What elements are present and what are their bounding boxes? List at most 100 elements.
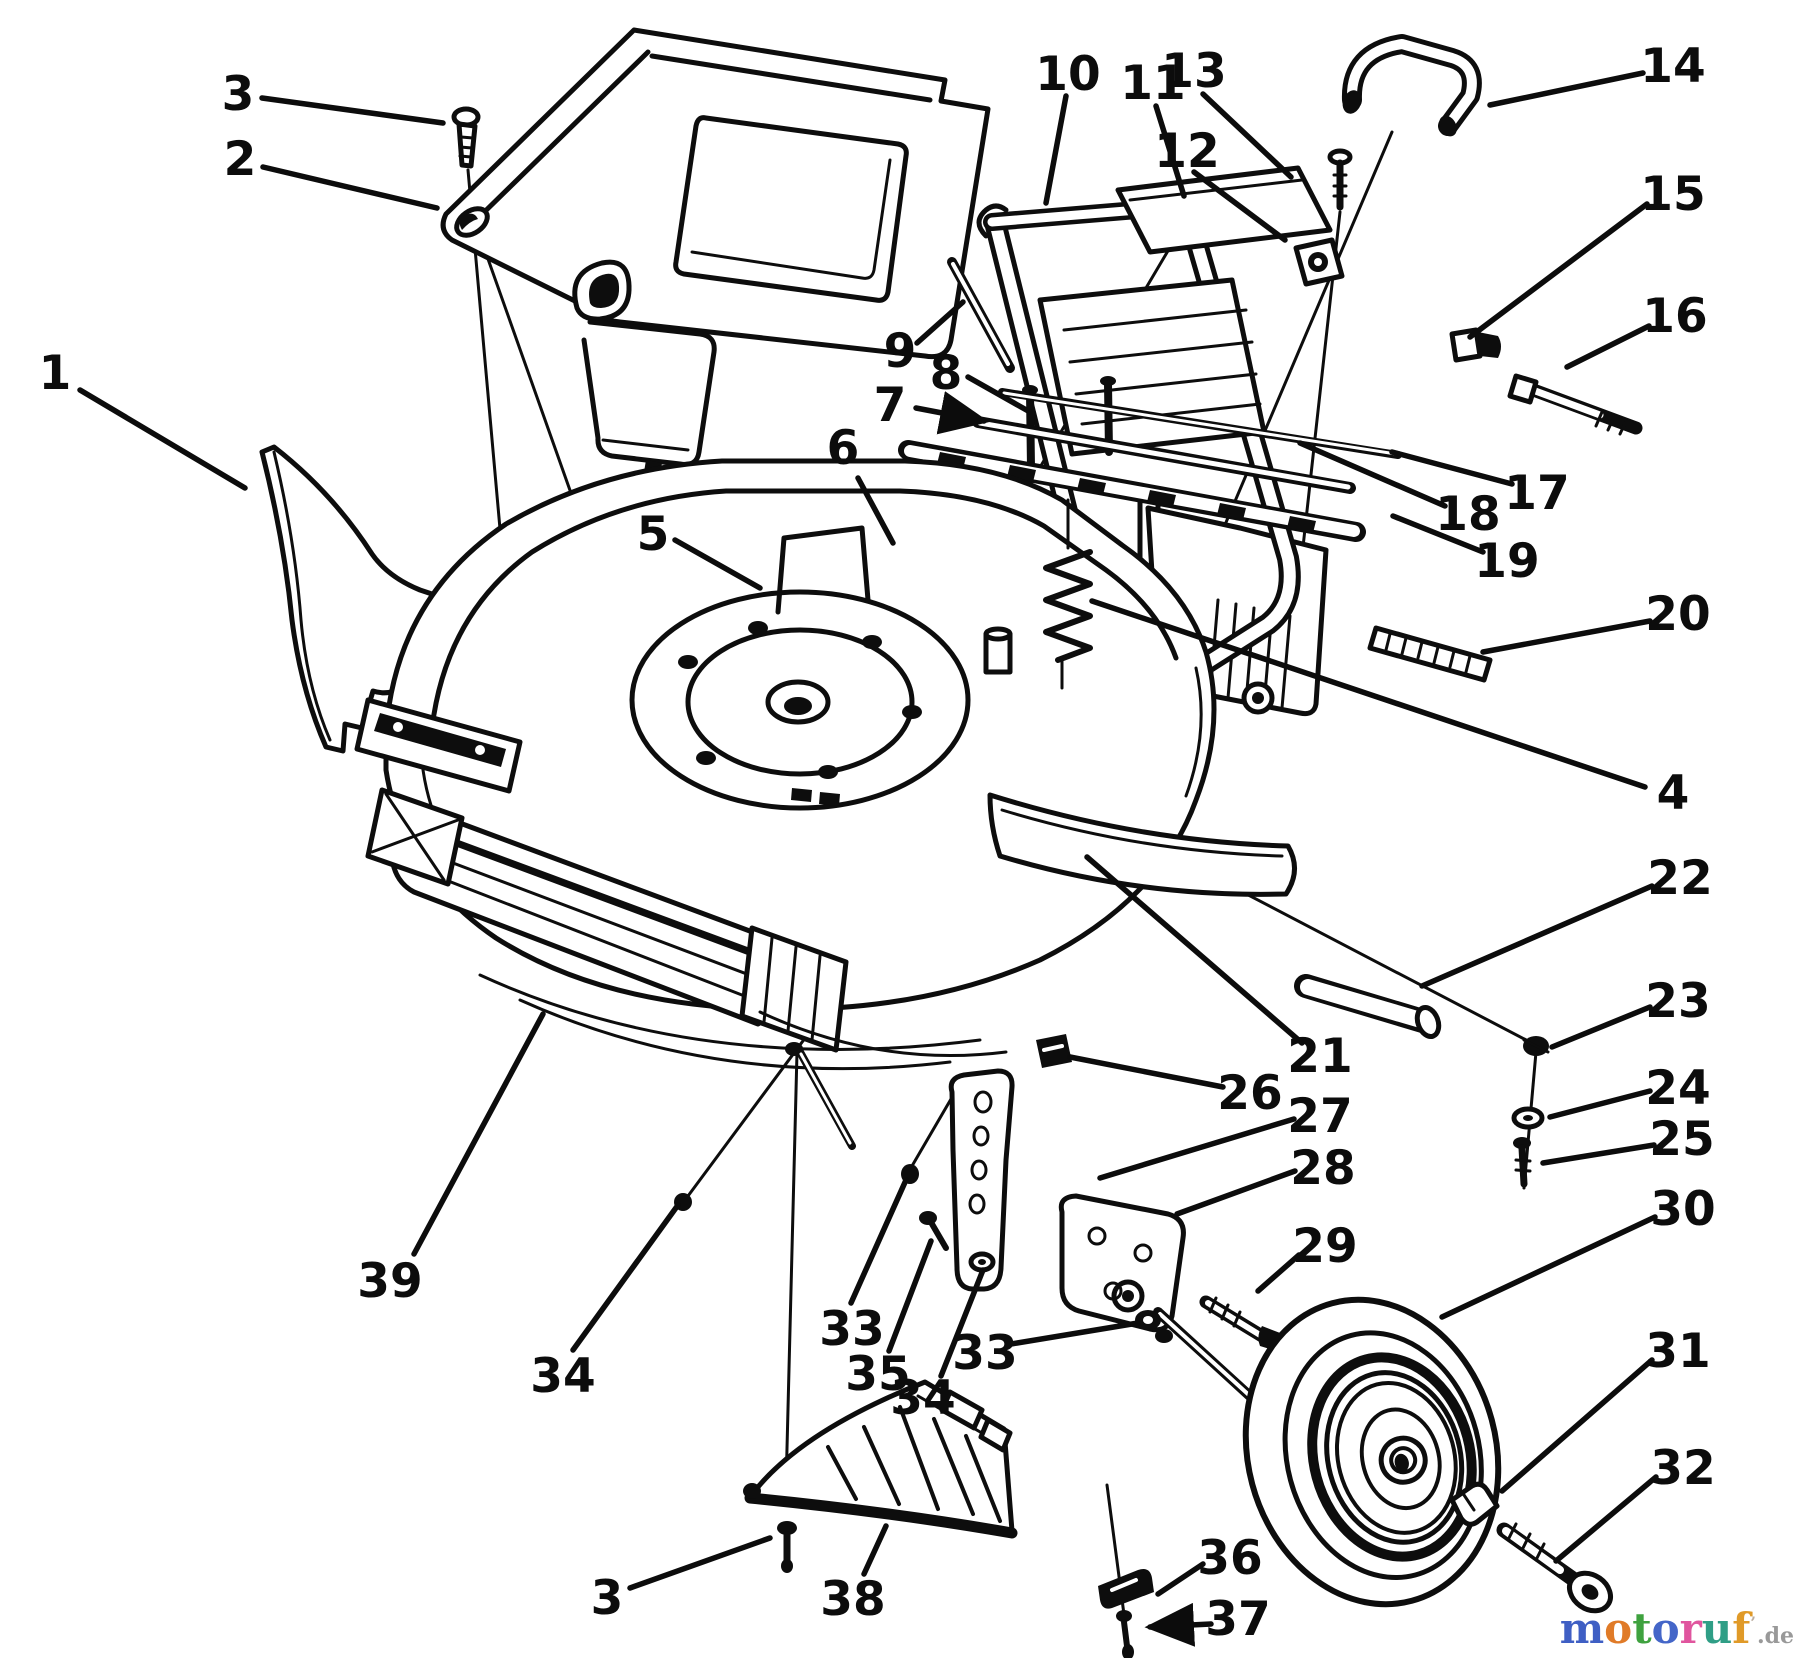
callout-number-33-35: 33 [952, 1326, 1017, 1381]
callout-number-38-39: 38 [820, 1572, 885, 1627]
leader-line-28-27 [1174, 1168, 1298, 1217]
callout-number-14-13: 14 [1640, 39, 1705, 94]
leader-line-20-19 [1480, 618, 1653, 655]
leader-line-37-38 [1144, 1602, 1214, 1647]
callout-number-35-33: 35 [845, 1347, 910, 1402]
hinge-rod-part-17 [998, 388, 1402, 459]
leader-line-21-20 [1084, 854, 1305, 1046]
leader-line-6-5 [855, 475, 896, 546]
deflector-plate-part-38 [743, 1379, 1154, 1658]
leader-line-3-41 [627, 1535, 773, 1591]
screw-part-13 [1327, 148, 1353, 211]
callout-number-29-28: 29 [1292, 1219, 1357, 1274]
callout-number-15-14: 15 [1640, 167, 1705, 222]
callout-number-36-37: 36 [1197, 1531, 1262, 1586]
adjuster-lever-part-27 [948, 1068, 1015, 1292]
callout-number-17-16: 17 [1504, 466, 1569, 521]
deck-bolt-dots [678, 621, 922, 779]
leader-line-16-15 [1564, 323, 1652, 370]
cleat-part-36 [1098, 1569, 1154, 1609]
callout-number-28-27: 28 [1290, 1141, 1355, 1196]
leader-line-25-24 [1540, 1142, 1657, 1166]
watermark-letter: t [1632, 1604, 1652, 1653]
callout-number-24-23: 24 [1645, 1061, 1710, 1116]
callout-number-34-34: 34 [890, 1371, 955, 1426]
rod-part-9 [947, 257, 1015, 373]
panel-part-11 [1115, 165, 1333, 255]
callout-number-7-6: 7 [874, 378, 907, 433]
watermark-tick: ’ [1750, 1613, 1756, 1632]
leader-line-34-34 [938, 1267, 986, 1379]
callout-number-33-32: 33 [819, 1302, 884, 1357]
watermark-letter: f [1732, 1604, 1751, 1653]
spacer-part-31 [1449, 1481, 1500, 1527]
watermark-letter: u [1701, 1604, 1733, 1653]
leader-line-29-28 [1255, 1252, 1302, 1294]
leader-line-10-9 [1043, 93, 1069, 206]
callout-number-1-0: 1 [39, 346, 72, 401]
callout-number-3-41: 3 [591, 1571, 624, 1626]
pivot-plate-part-28 [1058, 1193, 1186, 1333]
callout-number-31-30: 31 [1645, 1324, 1710, 1379]
side-rail-part-39 [354, 697, 1008, 1150]
callout-number-22-21: 22 [1647, 851, 1712, 906]
leader-line-33-32 [848, 1177, 909, 1306]
callout-number-20-19: 20 [1645, 587, 1710, 642]
bolt-part-16 [1507, 373, 1643, 436]
callout-number-25-24: 25 [1649, 1112, 1714, 1167]
cover-lid-drawing [440, 27, 991, 481]
leader-line-1-0 [77, 387, 248, 491]
leader-line-27-26 [1097, 1116, 1297, 1181]
wheel-part-30 [1242, 1296, 1502, 1608]
leader-line-34-36 [570, 1202, 681, 1353]
hinge-bar-part-18 [972, 416, 1356, 494]
leader-line-17-16 [1389, 449, 1515, 487]
callout-number-39-40: 39 [357, 1254, 422, 1309]
hinge-channel-part-19 [898, 440, 1366, 542]
height-adjuster-drawing [674, 1034, 1291, 1403]
callout-number-30-29: 30 [1650, 1182, 1715, 1237]
callout-number-2-1: 2 [224, 132, 257, 187]
callout-number-21-20: 21 [1287, 1029, 1352, 1084]
leader-line-8-7 [965, 374, 1033, 415]
leader-line-7-6 [913, 391, 990, 435]
callout-number-11-10: 11 [1120, 56, 1185, 111]
clamp-part-12 [1293, 237, 1345, 287]
leader-line-3-2 [259, 95, 446, 126]
callout-number-10-9: 10 [1035, 47, 1100, 102]
leader-line-32-31 [1553, 1474, 1659, 1564]
leader-line-14-13 [1487, 70, 1646, 108]
spring-drawing [1043, 498, 1093, 690]
leader-line-19-18 [1390, 513, 1486, 555]
leader-line-38-39 [861, 1523, 889, 1577]
screw-part-3 [451, 106, 481, 169]
screw-part-3-lower [777, 1521, 797, 1573]
axle-bolt-part-32 [1496, 1522, 1613, 1614]
callout-number-13-12: 13 [1161, 44, 1226, 99]
callout-number-8-7: 8 [930, 346, 963, 401]
support-rod-part-22 [1294, 974, 1442, 1040]
callout-number-19-18: 19 [1474, 534, 1539, 589]
callout-number-16-15: 16 [1642, 289, 1707, 344]
callout-number-9-8: 9 [884, 324, 917, 379]
leader-line-24-23 [1547, 1088, 1653, 1120]
leader-line-15-14 [1467, 201, 1650, 340]
leader-line-9-8 [914, 299, 966, 346]
callout-number-32-31: 32 [1650, 1441, 1715, 1496]
callout-number-23-22: 23 [1645, 974, 1710, 1029]
watermark-letter: o [1651, 1604, 1680, 1653]
watermark-letter: o [1604, 1604, 1633, 1653]
leader-line-4-3 [1089, 598, 1648, 790]
leader-line-39-40 [411, 1011, 546, 1257]
callout-number-3-2: 3 [222, 67, 255, 122]
callout-number-6-5: 6 [827, 421, 860, 476]
washer-nut-part-33 [1135, 1310, 1173, 1343]
leader-line-22-21 [1419, 883, 1655, 989]
leader-line-36-37 [1155, 1561, 1206, 1597]
callout-number-26-25: 26 [1217, 1066, 1282, 1121]
callout-number-18-17: 18 [1435, 487, 1500, 542]
callout-number-4-3: 4 [1657, 766, 1690, 821]
